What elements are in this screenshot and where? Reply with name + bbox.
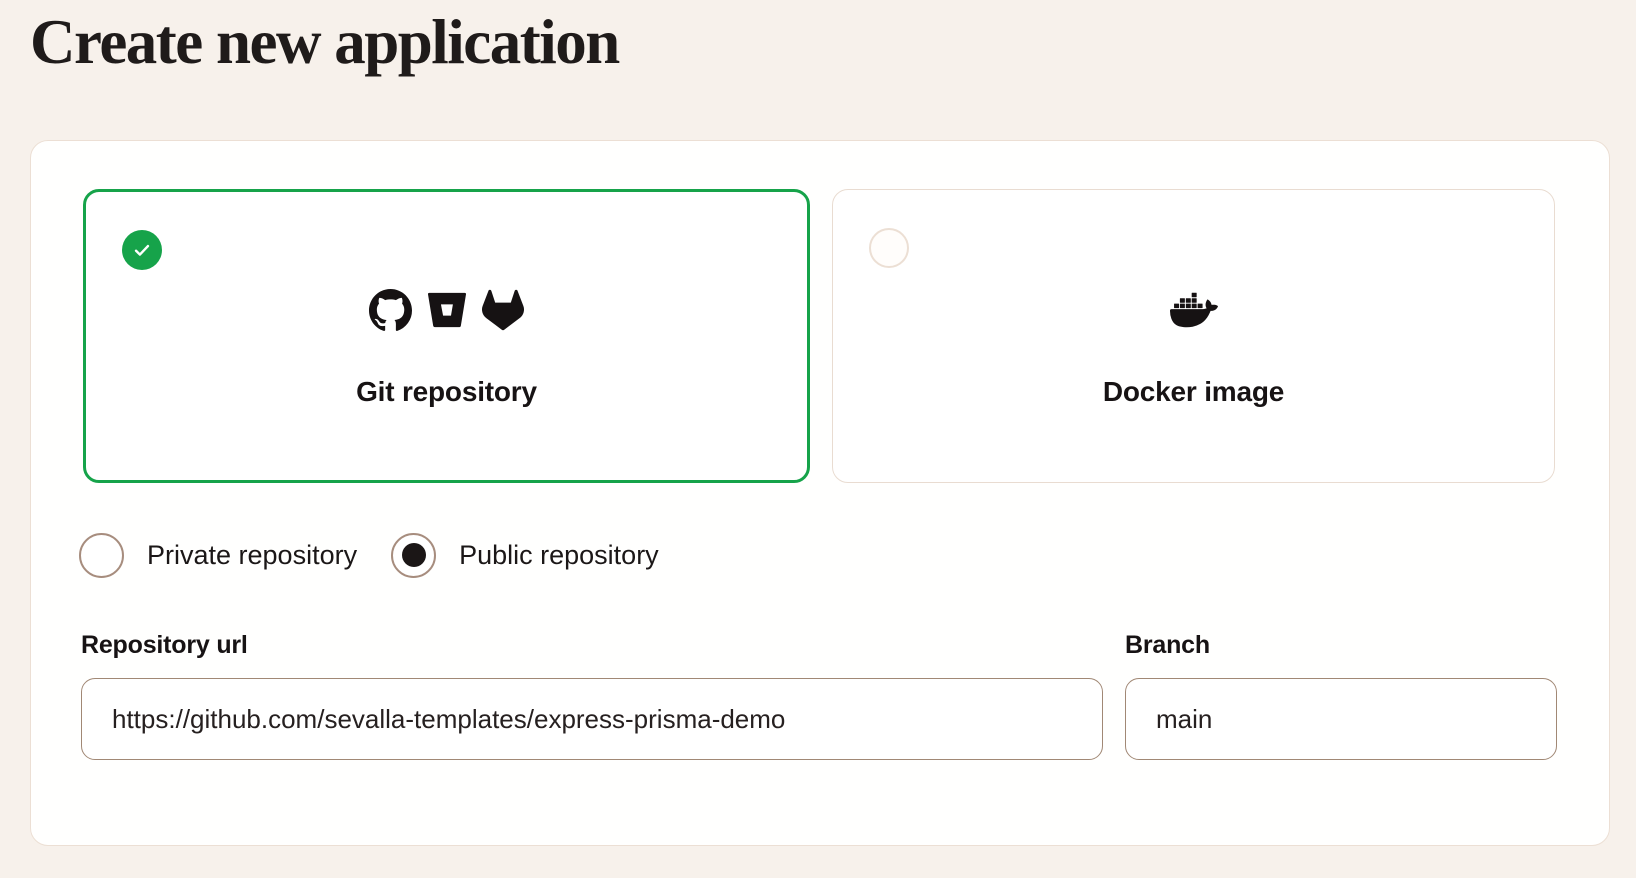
branch-label: Branch [1125, 631, 1210, 659]
source-card-docker-image[interactable]: Docker image [832, 189, 1555, 483]
radio-private-repository[interactable]: Private repository [79, 532, 358, 578]
check-icon [134, 244, 150, 256]
create-application-panel: Git repository Docker image Private repo… [30, 140, 1610, 846]
source-type-cards: Git repository Docker image [83, 189, 1555, 483]
source-card-git-repository[interactable]: Git repository [83, 189, 810, 483]
git-provider-icons [369, 288, 524, 332]
docker-provider-icons [1169, 288, 1218, 332]
git-repository-card-label: Git repository [356, 376, 537, 407]
repository-url-label: Repository url [81, 631, 248, 659]
repository-visibility-group: Private repository Public repository [79, 532, 659, 578]
radio-dot [401, 543, 426, 567]
private-repository-label: Private repository [147, 539, 358, 570]
github-icon [369, 288, 412, 332]
bitbucket-icon [428, 291, 466, 329]
docker-icon [1169, 290, 1218, 330]
branch-input[interactable] [1125, 678, 1557, 760]
docker-image-card-label: Docker image [1102, 376, 1285, 407]
public-repository-label: Public repository [459, 539, 659, 570]
unselected-circle [869, 228, 909, 268]
repository-fields: Repository url Branch [81, 631, 1585, 760]
repository-url-field: Repository url [81, 631, 1103, 760]
repository-url-input[interactable] [81, 678, 1103, 760]
gitlab-icon [482, 289, 524, 331]
radio-selected-icon[interactable] [391, 532, 437, 578]
selected-check-icon [122, 230, 162, 270]
page-title: Create new application [30, 7, 620, 77]
radio-public-repository[interactable]: Public repository [391, 532, 659, 578]
radio-unselected-icon[interactable] [79, 532, 124, 578]
branch-field: Branch [1125, 631, 1557, 760]
